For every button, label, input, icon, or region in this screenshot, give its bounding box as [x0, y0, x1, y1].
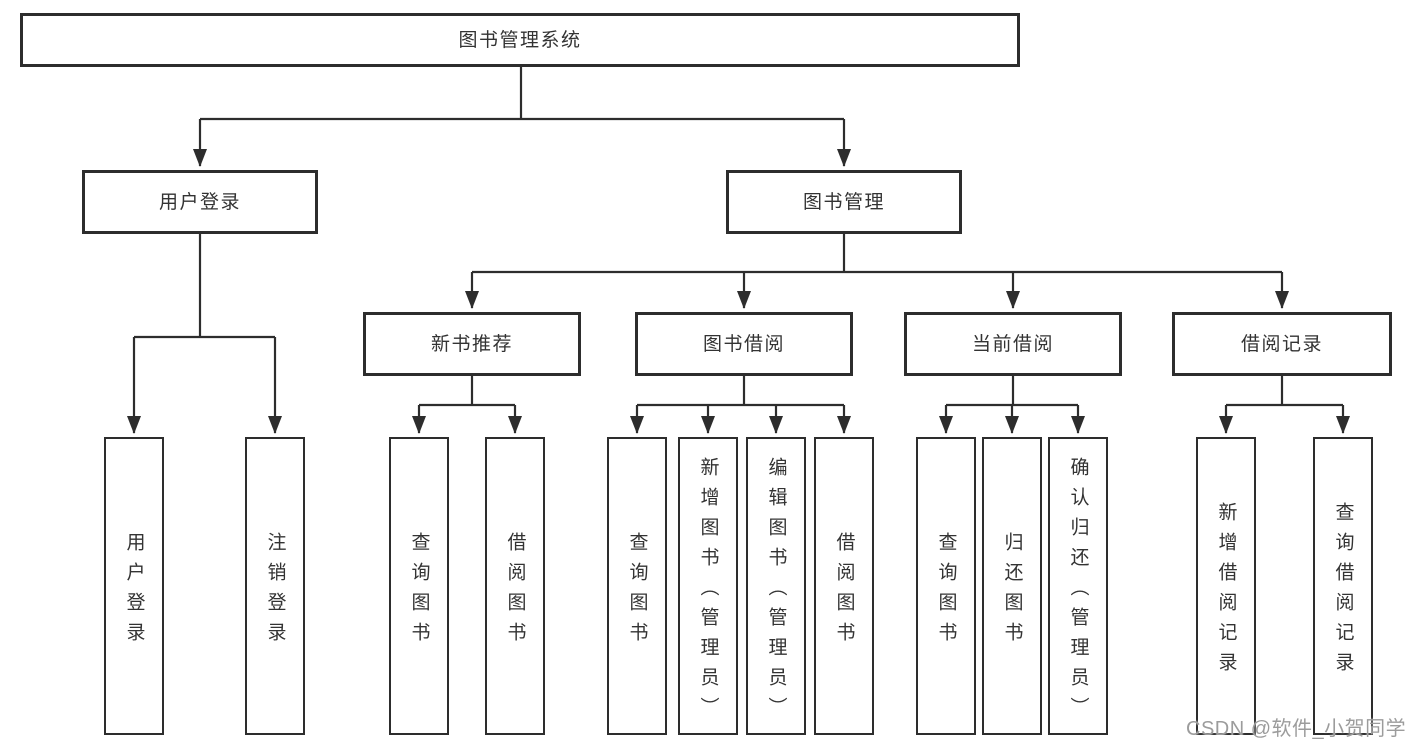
node-borrow-books: 借阅图书	[814, 437, 874, 735]
node-book-management: 图书管理	[726, 170, 962, 234]
node-edit-books-admin: 编辑图书（管理员）	[746, 437, 806, 735]
node-borrow-books-recommend: 借阅图书	[485, 437, 545, 735]
node-query-books-borrowing-label: 查询图书	[626, 531, 648, 652]
node-add-borrow-record: 新增借阅记录	[1196, 437, 1256, 735]
node-library-system: 图书管理系统	[20, 13, 1020, 67]
node-logout: 注销登录	[245, 437, 305, 735]
node-confirm-return-admin-label: 确认归还（管理员）	[1067, 456, 1089, 727]
node-add-borrow-record-label: 新增借阅记录	[1215, 501, 1237, 682]
node-return-books: 归还图书	[982, 437, 1042, 735]
node-query-books-recommend: 查询图书	[389, 437, 449, 735]
node-new-book-recommend: 新书推荐	[363, 312, 581, 376]
node-borrowing-records-label: 借阅记录	[1240, 333, 1323, 355]
node-new-book-recommend-label: 新书推荐	[430, 333, 513, 355]
node-current-borrowing-label: 当前借阅	[971, 333, 1054, 355]
node-user-login-action-label: 用户登录	[123, 531, 145, 652]
node-query-books-recommend-label: 查询图书	[408, 531, 430, 652]
node-book-management-label: 图书管理	[802, 191, 885, 213]
node-add-books-admin-label: 新增图书（管理员）	[697, 456, 719, 727]
node-borrowing-records: 借阅记录	[1172, 312, 1392, 376]
node-confirm-return-admin: 确认归还（管理员）	[1048, 437, 1108, 735]
node-library-system-label: 图书管理系统	[458, 29, 582, 51]
node-add-books-admin: 新增图书（管理员）	[678, 437, 738, 735]
node-user-login-label: 用户登录	[158, 191, 241, 213]
node-query-books-borrowing: 查询图书	[607, 437, 667, 735]
node-query-books-current: 查询图书	[916, 437, 976, 735]
node-query-books-current-label: 查询图书	[935, 531, 957, 652]
node-query-borrow-record-label: 查询借阅记录	[1332, 501, 1354, 682]
node-logout-label: 注销登录	[264, 531, 286, 652]
node-current-borrowing: 当前借阅	[904, 312, 1122, 376]
node-book-borrowing-label: 图书借阅	[702, 333, 785, 355]
node-borrow-books-recommend-label: 借阅图书	[504, 531, 526, 652]
node-user-login: 用户登录	[82, 170, 318, 234]
node-return-books-label: 归还图书	[1001, 531, 1023, 652]
csdn-watermark: CSDN @软件_小贺同学	[1186, 718, 1405, 740]
node-book-borrowing: 图书借阅	[635, 312, 853, 376]
node-borrow-books-label: 借阅图书	[833, 531, 855, 652]
node-query-borrow-record: 查询借阅记录	[1313, 437, 1373, 735]
node-user-login-action: 用户登录	[104, 437, 164, 735]
node-edit-books-admin-label: 编辑图书（管理员）	[765, 456, 787, 727]
